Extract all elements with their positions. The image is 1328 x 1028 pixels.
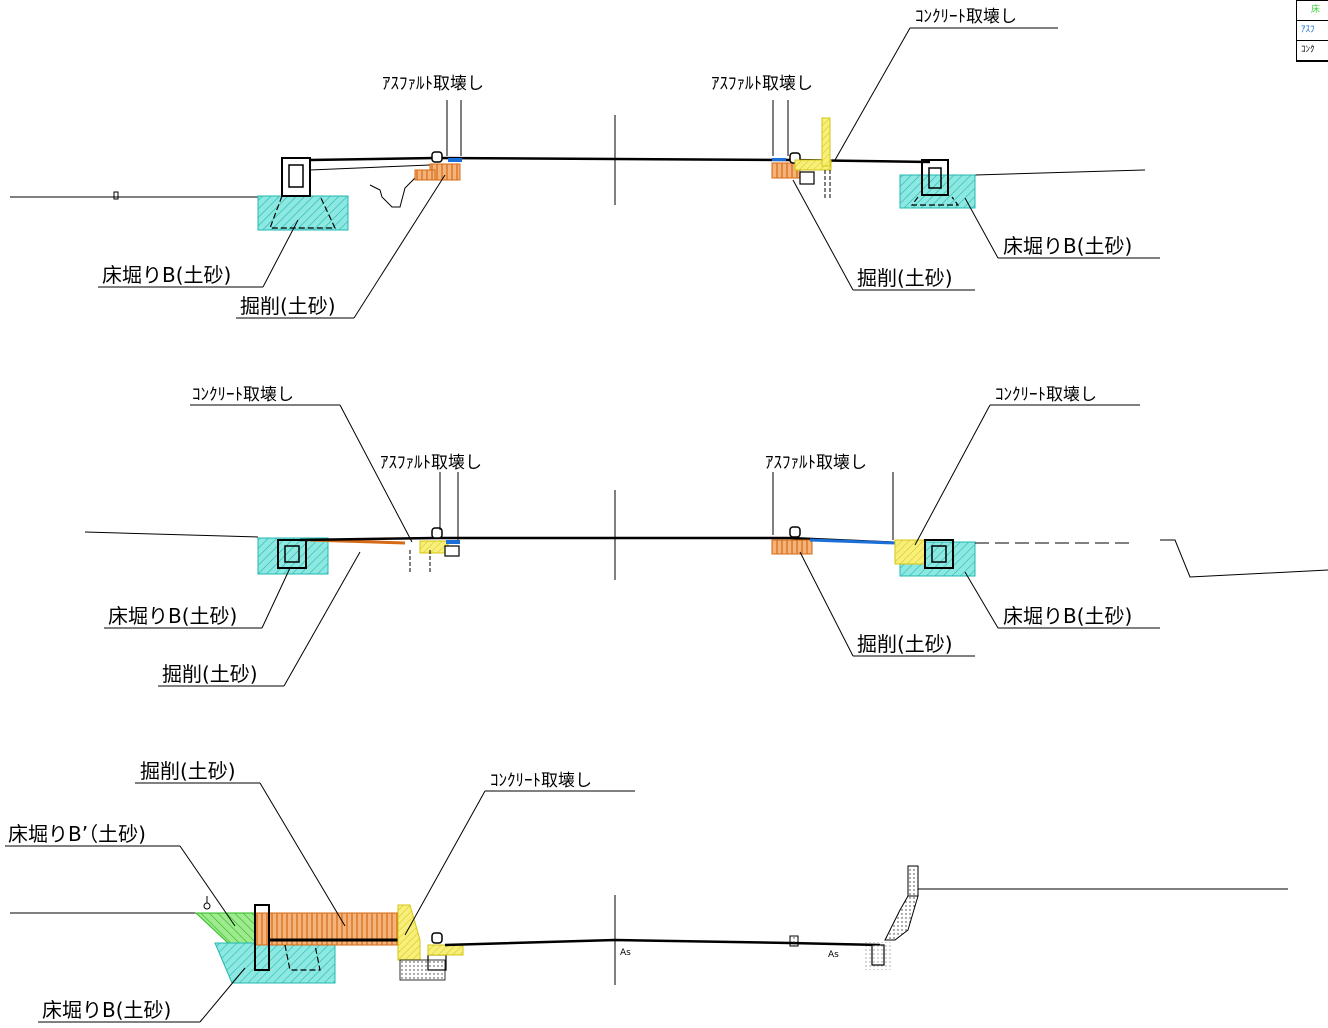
label-floor-s2-left: 床堀りB(土砂): [108, 604, 237, 628]
label-concrete-s2-right: ｺﾝｸﾘｰﾄ取壊し: [995, 385, 1097, 405]
label-floor-s3: 床堀りB(土砂): [42, 998, 171, 1022]
section-1: ｱｽﾌｧﾙﾄ取壊し ｱｽﾌｧﾙﾄ取壊し ｺﾝｸﾘｰﾄ取壊し 床堀りB(土砂) 掘…: [10, 7, 1160, 319]
label-concrete-s1: ｺﾝｸﾘｰﾄ取壊し: [915, 7, 1017, 27]
label-excavation-s1-right: 掘削(土砂): [857, 266, 953, 290]
label-asphalt-s1-left: ｱｽﾌｧﾙﾄ取壊し: [382, 74, 484, 94]
label-as-center: As: [620, 948, 631, 958]
label-asphalt-s1-right: ｱｽﾌｧﾙﾄ取壊し: [711, 74, 813, 94]
label-concrete-s2-left: ｺﾝｸﾘｰﾄ取壊し: [192, 385, 294, 405]
section-3: As As 掘削(土砂) 床堀りB’（土砂) ｺﾝｸﾘｰﾄ取壊し 床堀りB(土砂…: [5, 759, 1288, 1023]
label-asphalt-s2-right: ｱｽﾌｧﾙﾄ取壊し: [765, 453, 867, 473]
label-excavation-s2-left: 掘削(土砂): [162, 662, 258, 686]
label-floor-s2-right: 床堀りB(土砂): [1003, 604, 1132, 628]
label-as-right: As: [828, 950, 839, 960]
label-asphalt-s2-left: ｱｽﾌｧﾙﾄ取壊し: [380, 453, 482, 473]
legend-row-floor: 床: [1297, 1, 1328, 21]
legend: 床 ｱｽﾌ ｺﾝｸ: [1296, 0, 1328, 62]
legend-row-asphalt: ｱｽﾌ: [1297, 21, 1328, 41]
label-excavation-s2-right: 掘削(土砂): [857, 632, 953, 656]
label-floor-s1-left: 床堀りB(土砂): [102, 263, 231, 287]
label-concrete-s3: ｺﾝｸﾘｰﾄ取壊し: [490, 771, 592, 791]
section-2: ｺﾝｸﾘｰﾄ取壊し ｱｽﾌｧﾙﾄ取壊し ｱｽﾌｧﾙﾄ取壊し ｺﾝｸﾘｰﾄ取壊し …: [84, 385, 1328, 687]
legend-row-concrete: ｺﾝｸ: [1297, 41, 1328, 61]
label-floor-s1-right: 床堀りB(土砂): [1003, 234, 1132, 258]
label-excavation-s1-left: 掘削(土砂): [240, 294, 336, 318]
label-floor-bprime-s3: 床堀りB’（土砂): [8, 822, 146, 846]
label-excavation-s3: 掘削(土砂): [140, 759, 236, 783]
